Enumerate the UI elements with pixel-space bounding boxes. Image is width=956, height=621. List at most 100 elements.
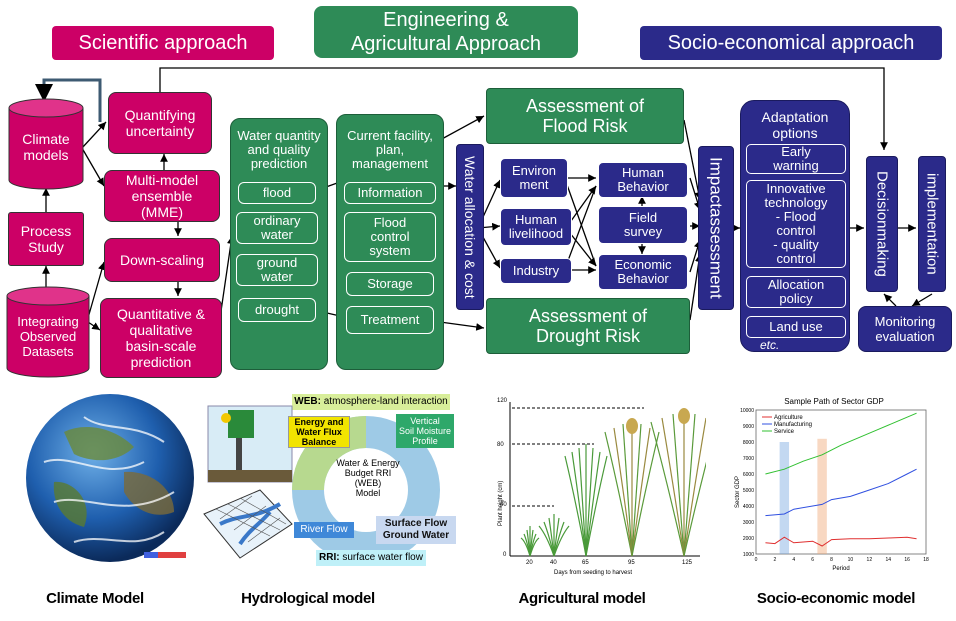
land-use-item: Land use [746, 316, 846, 338]
agri-ytick: 80 [497, 442, 504, 448]
impact-label: Impact [706, 157, 726, 209]
rri-banner: RRI: surface water flow [316, 550, 426, 566]
agri-ytick: 40 [500, 502, 507, 508]
agri-xtick: 125 [682, 560, 693, 566]
item-label: water [261, 227, 293, 242]
ground-water-item: ground water [236, 254, 318, 286]
agri-xlabel: Days from seeding to harvest [554, 570, 632, 576]
panel-title: Current facility, [347, 128, 433, 143]
human-livelihood-box: Human livelihood [500, 208, 572, 246]
gdp-line-service [765, 412, 917, 475]
box-label: ment [519, 177, 549, 192]
box-label: Surface Flow [384, 518, 448, 529]
header-label: Socio-economical approach [667, 32, 915, 54]
rice-plant [604, 418, 660, 557]
tower-sketch-image [207, 405, 293, 483]
gdp-xtick: 12 [867, 557, 873, 563]
header-label: Scientific approach [78, 32, 248, 54]
box-label: (MME) [141, 204, 183, 220]
environment-box: Environ ment [500, 158, 568, 198]
gdp-xtick: 10 [848, 557, 854, 563]
river-network-image [203, 489, 293, 559]
rri-text: surface water flow [339, 552, 423, 563]
rice-plant [538, 514, 570, 557]
item-label: Treatment [360, 312, 420, 327]
item-label: control [776, 251, 816, 266]
rice-plant [564, 444, 608, 557]
process-study-box: Process Study [8, 212, 84, 266]
caption-hydrological-model: Hydrological model [241, 590, 375, 607]
gdp-xtick: 0 [755, 557, 758, 563]
legend-agriculture: Agriculture [774, 415, 803, 421]
item-label: Storage [367, 276, 413, 291]
facility-panel: Current facility, plan, management [336, 114, 444, 370]
box-label: Profile [412, 436, 438, 446]
gdp-xtick: 6 [811, 557, 814, 563]
scientific-approach-header: Scientific approach [52, 26, 274, 60]
risk-label: Assessment of [528, 306, 648, 326]
header-label: Agricultural Approach [350, 33, 542, 55]
soil-moisture-box: Vertical Soil Moisture Profile [396, 414, 454, 448]
box-label: Field [628, 210, 658, 225]
box-label: qualitative [129, 322, 193, 338]
gdp-ylabel: Sector GDP [735, 476, 741, 508]
caption-socio-economic-model: Socio-economic model [756, 590, 916, 607]
box-label: Ground Water [382, 530, 450, 541]
agri-ytick: 0 [503, 552, 507, 558]
item-label: drought [254, 302, 300, 317]
gdp-ytick: 1000 [743, 552, 754, 558]
agri-xtick: 65 [582, 560, 589, 566]
risk-label: Drought Risk [535, 326, 641, 346]
box-label: ensemble [131, 188, 193, 204]
risk-label: Assessment of [525, 96, 645, 116]
impact-label: assessment [706, 208, 726, 299]
center-label: (WEB) [354, 478, 382, 488]
surface-flow-box: Surface Flow Ground Water [376, 516, 456, 544]
energy-balance-box: Energy and Water Flux Balance [288, 416, 350, 448]
rri-prefix: RRI: [319, 552, 340, 563]
climate-globe-image [26, 394, 194, 562]
implementation-box: implementation [918, 156, 946, 292]
climate-models-cylinder: Climate models [8, 98, 84, 190]
item-label: Innovative [766, 181, 826, 196]
box-label: Process [20, 223, 72, 239]
treatment-item: Treatment [346, 306, 434, 334]
item-label: system [369, 243, 411, 258]
economic-behavior-box: Economic Behavior [598, 254, 688, 290]
box-label: livelihood [508, 226, 564, 241]
gdp-ytick: 3000 [743, 520, 754, 526]
item-label: technology [764, 195, 828, 210]
item-label: Land use [769, 319, 823, 334]
gdp-title: Sample Path of Sector GDP [784, 397, 884, 406]
decisionmaking-box: Decisionmaking [866, 156, 898, 292]
item-label: control [776, 223, 816, 238]
human-behavior-box: Human Behavior [598, 162, 688, 198]
rice-plant [520, 526, 540, 557]
box-label: Human [622, 165, 664, 180]
agricultural-chart: 120 80 40 0 20 40 65 95 125 Days from se… [497, 398, 706, 576]
flood-risk-box: Assessment of Flood Risk [486, 88, 684, 144]
box-label: Study [28, 239, 64, 255]
ordinary-water-item: ordinary water [236, 212, 318, 244]
gdp-ytick: 2000 [743, 536, 754, 542]
agri-ytick: 120 [497, 398, 508, 404]
gdp-ytick: 10000 [740, 408, 754, 414]
box-label: prediction [130, 354, 192, 370]
item-label: ordinary [253, 213, 301, 228]
box-label: Monitoring [874, 314, 936, 329]
box-label: survey [623, 224, 663, 239]
flood-item: flood [238, 182, 316, 204]
gdp-ytick: 6000 [743, 472, 754, 478]
water-allocation-label: Water allocation & cost [462, 155, 478, 299]
gdp-xtick: 18 [923, 557, 929, 563]
item-label: Early [781, 144, 811, 159]
box-label: Down-scaling [119, 252, 205, 268]
gdp-legend: Agriculture Manufacturing Service [762, 415, 812, 435]
gdp-ytick: 4000 [743, 504, 754, 510]
decisionmaking-label: Decisionmaking [873, 171, 891, 277]
multi-model-ensemble-box: Multi-model ensemble (MME) [104, 170, 220, 222]
gdp-ytick: 5000 [743, 488, 754, 494]
risk-label: Flood Risk [542, 116, 628, 136]
item-label: water [261, 269, 293, 284]
basin-scale-prediction-box: Quantitative & qualitative basin-scale p… [100, 298, 222, 378]
